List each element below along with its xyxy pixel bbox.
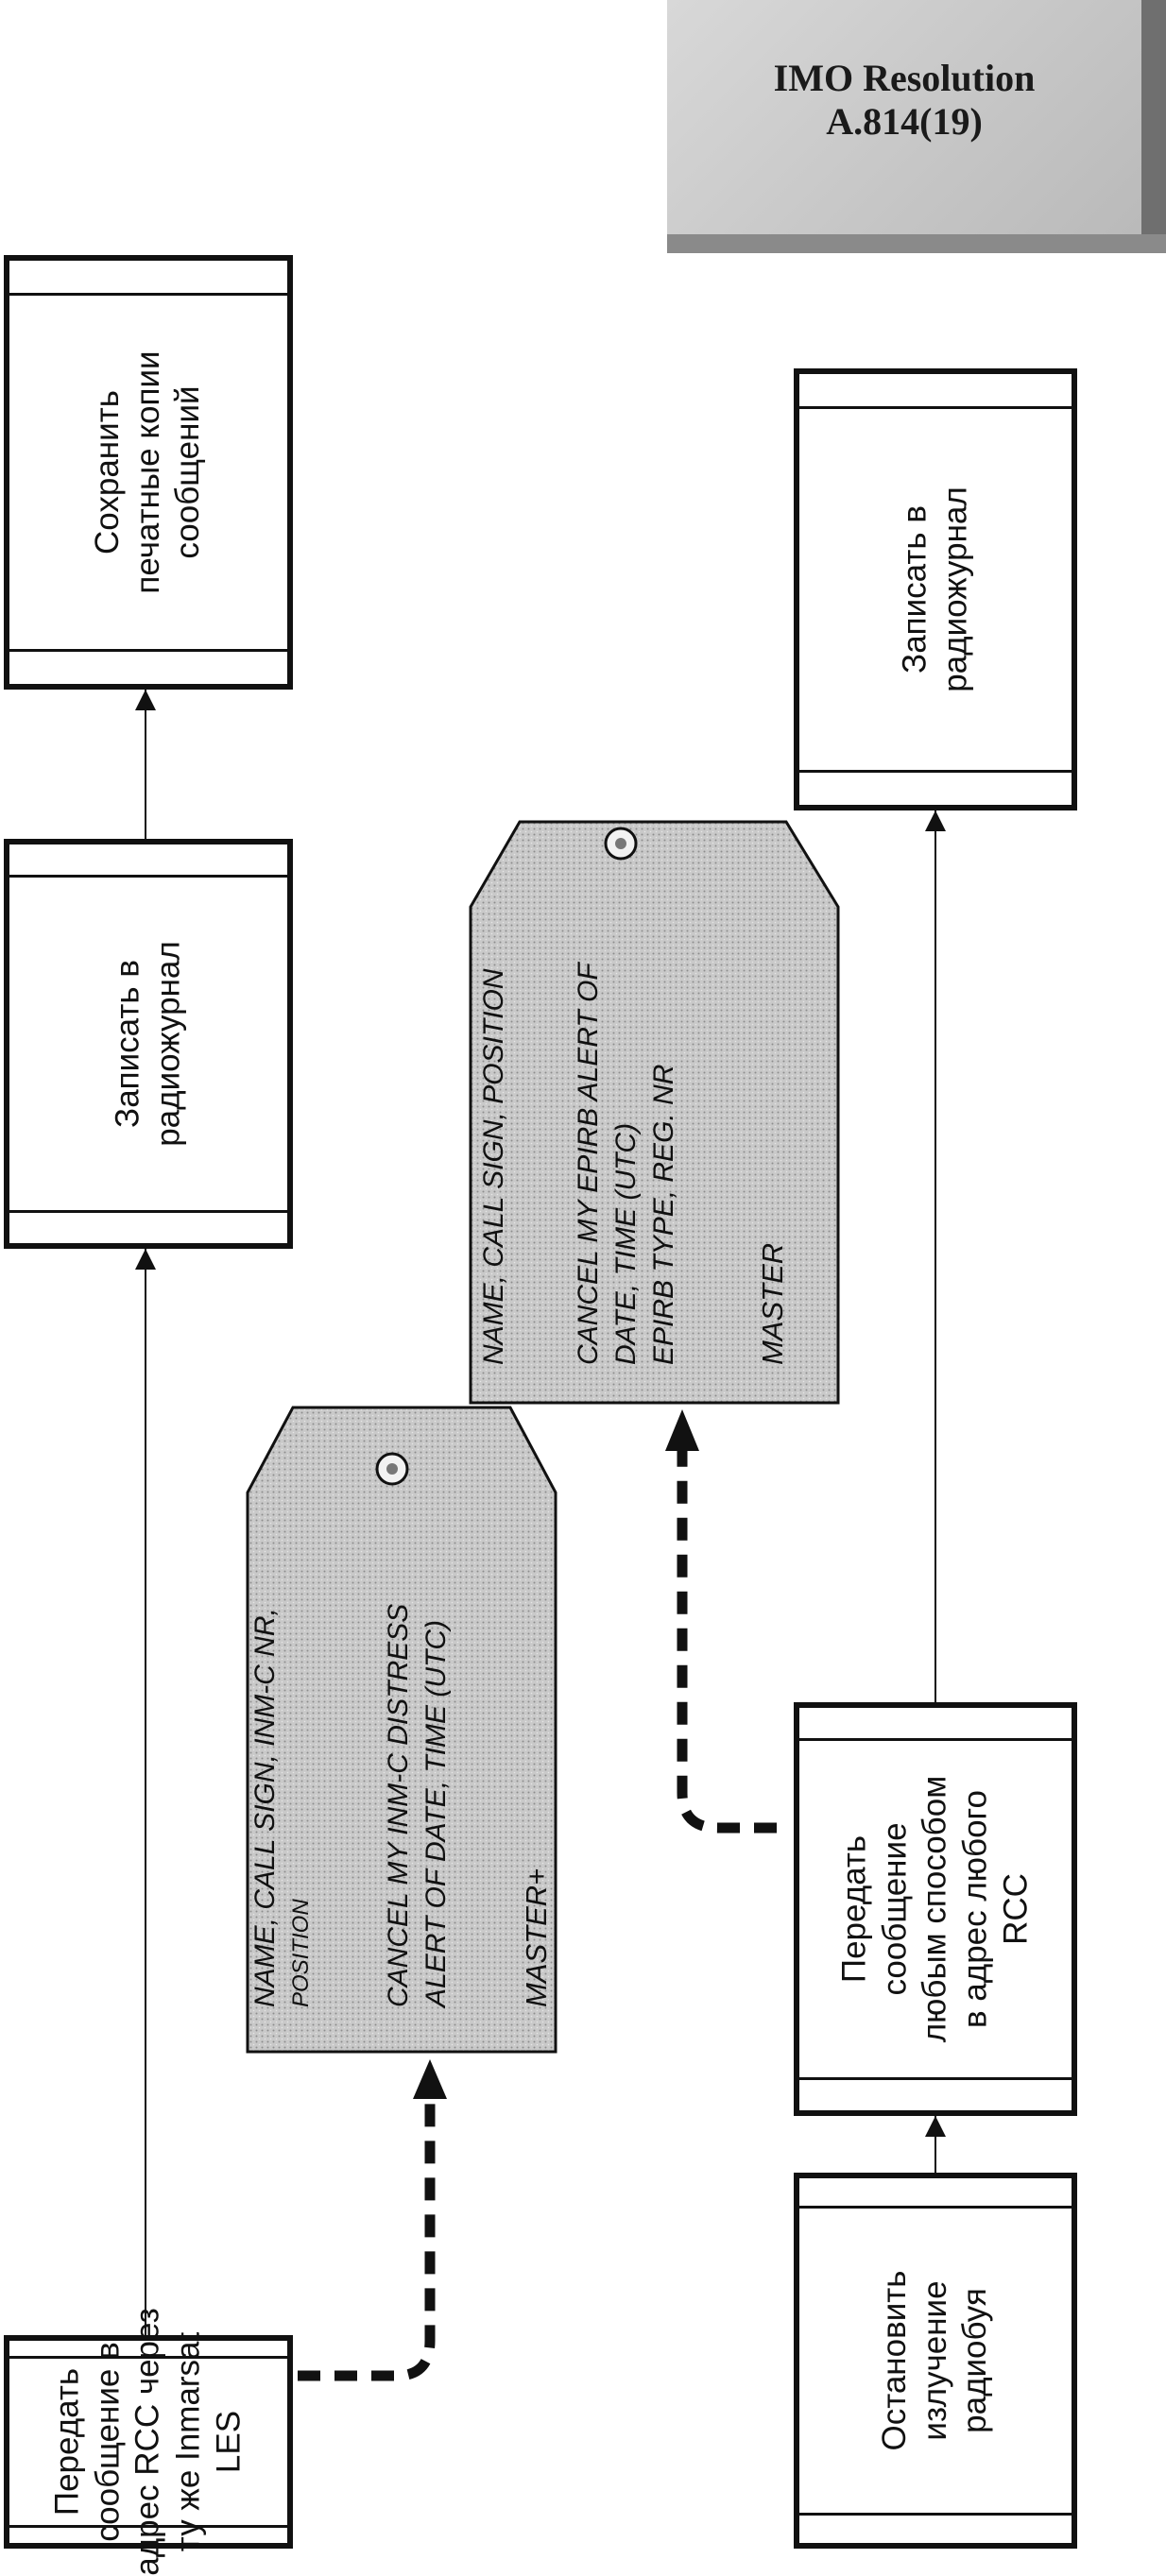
step-stop-beacon: Остановить излучение радиобуя [794,2173,1077,2549]
step-keep-printed-copies-label: Сохранить печатные копии сообщений [88,350,207,594]
tag-epirb-signature: MASTER [756,1242,789,1365]
step-keep-printed-copies: Сохранить печатные копии сообщений [4,255,293,690]
imo-resolution-badge: IMO Resolution A.814(19) [667,0,1166,253]
step-transmit-via-inmarsat: Передать сообщение в адрес RCC через ту … [4,2308,293,2576]
message-tag-epirb [469,820,840,1405]
message-tag-inmc [246,1406,557,2054]
badge-number: A.814(19) [826,100,983,143]
tag-inmc-position: POSITION [288,1899,314,2007]
step-transmit-any-method: Передать сообщение любым способом в адре… [794,1702,1077,2116]
dashed-link-epirb [677,1447,777,1834]
badge-title: IMO Resolution [773,57,1036,99]
step-log-radio-journal-1: Записать в радиожурнал [4,839,293,1249]
dashed-link-inmc [298,2095,436,2381]
step-log-radio-journal-2: Записать в радиожурнал [794,368,1077,810]
step-stop-beacon-label: Остановить излучение радиобуя [875,2270,994,2451]
tag-epirb-name-line: NAME, CALL SIGN, POSITION [478,968,509,1365]
tag-inmc-signature: MASTER+ [520,1868,553,2007]
tag-epirb-date-line: DATE, TIME (UTC) [610,1122,642,1365]
step-transmit-any-method-label: Передать сообщение любым способом в адре… [835,1775,1035,2043]
tag-epirb-type-line: EPIRB TYPE, REG. NR [648,1064,679,1365]
step-log-radio-journal-1-label: Записать в радиожурнал [109,941,186,1147]
tag-inmc-alert-line: ALERT OF DATE, TIME (UTC) [420,1619,452,2007]
step-transmit-via-inmarsat-label: Передать сообщение в адрес RCC через ту … [48,2308,248,2576]
tag-epirb-cancel-line: CANCEL MY EPIRB ALERT OF [573,963,604,1365]
tag-inmc-name-line: NAME, CALL SIGN, INM-C NR, [249,1608,281,2007]
tag-inmc-cancel-line: CANCEL MY INM-C DISTRESS [383,1603,414,2007]
step-log-radio-journal-2-label: Записать в радиожурнал [896,486,973,692]
